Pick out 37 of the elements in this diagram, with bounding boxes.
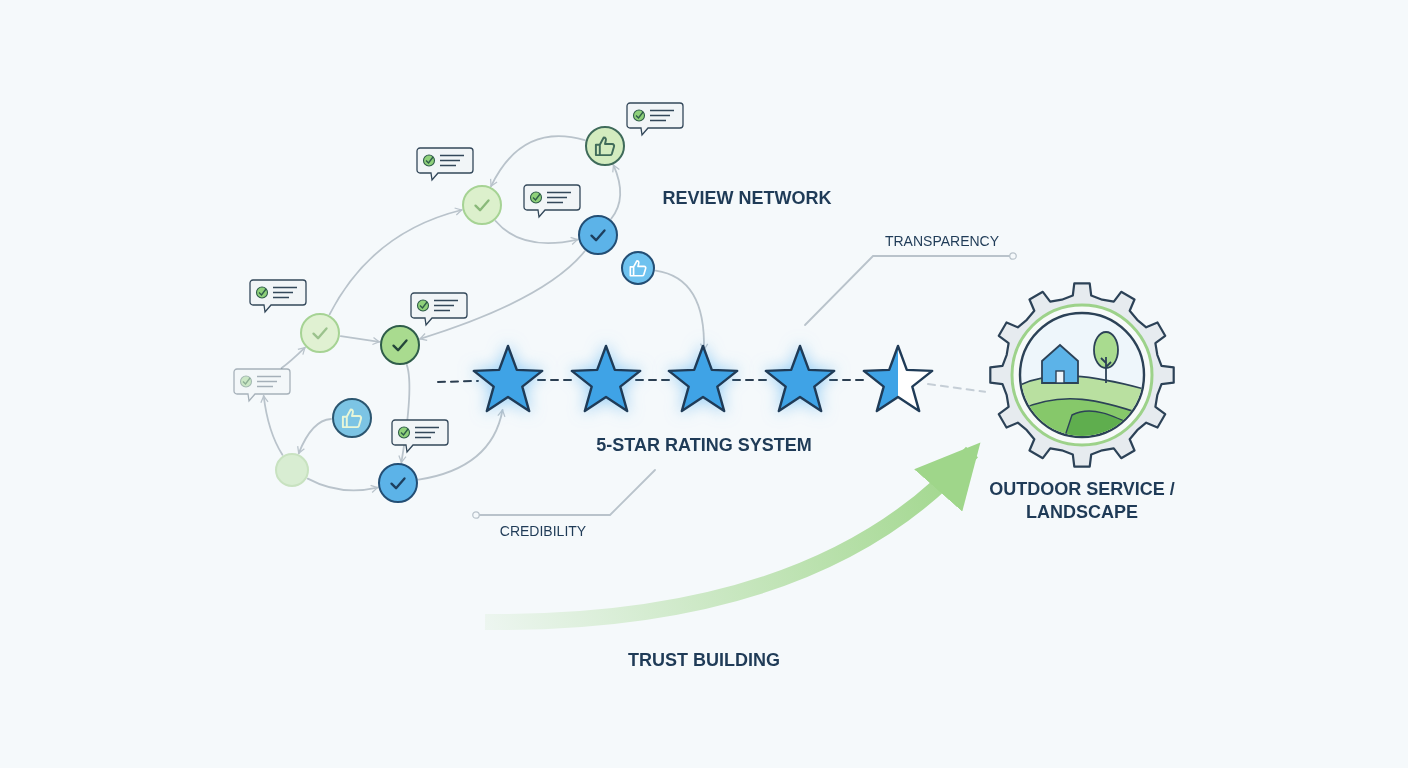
leader-line <box>804 252 1017 326</box>
review-circle <box>585 126 625 166</box>
arrow <box>339 335 381 346</box>
star <box>763 345 837 415</box>
arrow <box>260 395 284 456</box>
review-circle <box>578 215 618 255</box>
star <box>471 345 545 415</box>
review-circle <box>332 398 372 438</box>
speech-bubble-icon <box>233 367 291 403</box>
callout-text: CREDIBILITY <box>495 522 591 540</box>
arrow <box>419 250 586 341</box>
arrow <box>494 220 579 245</box>
leader-line <box>472 469 656 519</box>
star <box>666 345 740 415</box>
review-circle <box>378 463 418 503</box>
connector-line <box>437 379 479 383</box>
arrow <box>417 409 506 481</box>
arrow <box>306 477 379 493</box>
review-circle <box>462 185 502 225</box>
star <box>861 345 935 415</box>
trend-arrow <box>484 442 981 630</box>
connector-line <box>927 383 986 393</box>
review-circle <box>621 251 655 285</box>
review-circle <box>380 325 420 365</box>
review-circle <box>275 453 309 487</box>
callout-text: TRANSPARENCY <box>884 232 1000 250</box>
arrow <box>490 135 586 187</box>
section-heading: REVIEW NETWORK <box>661 187 833 210</box>
arrow <box>280 346 306 369</box>
review-circle <box>300 313 340 353</box>
arrow <box>297 418 332 455</box>
arrow <box>328 207 463 316</box>
edge-label: TRUST BUILDING <box>627 649 781 672</box>
node-title: OUTDOOR SERVICE / LANDSCAPE <box>988 478 1176 524</box>
section-heading: 5-STAR RATING SYSTEM <box>595 434 813 457</box>
star <box>569 345 643 415</box>
arrow <box>610 164 622 220</box>
